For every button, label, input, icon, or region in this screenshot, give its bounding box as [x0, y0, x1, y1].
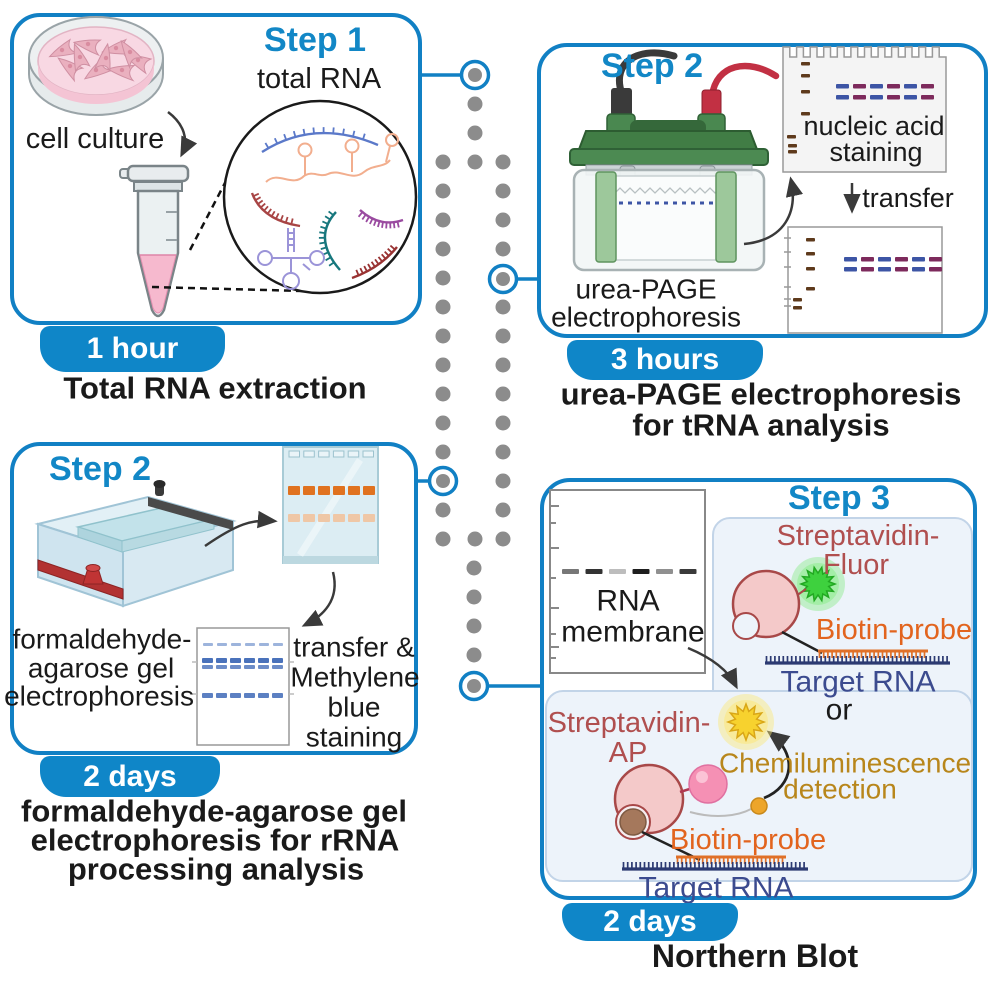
chemiluminescence-label-line2: detection — [783, 773, 897, 805]
step1-duration-badge: 1 hour — [40, 326, 225, 372]
or-label: or — [825, 693, 853, 727]
step2-agarose-caption-line1: formaldehyde-agarose gel — [21, 793, 407, 829]
step2-urea-caption-line1: urea-PAGE electrophoresis — [560, 376, 962, 412]
step2-urea-title: Step 2 — [600, 47, 704, 86]
step3-duration-badge: 2 days — [562, 903, 738, 941]
target-rna-label-top: Target RNA — [780, 665, 936, 699]
target-rna-label-bottom: Target RNA — [638, 871, 794, 905]
step2-agarose-title: Step 2 — [48, 450, 152, 489]
step2-agarose-caption-line3: processing analysis — [67, 851, 365, 887]
biotin-probe-label-bottom: Biotin-probe — [669, 823, 827, 856]
step2-urea-caption-line2: for tRNA analysis — [632, 407, 890, 443]
formaldehyde-label-line1: formaldehyde- — [12, 623, 192, 655]
step2-urea-duration-text: 3 hours — [610, 343, 720, 376]
rna-membrane-label-line2: membrane — [561, 615, 705, 649]
step3-caption: Northern Blot — [651, 938, 859, 975]
cell-culture-label: cell culture — [25, 122, 165, 155]
step2-agarose-caption-line2: electrophoresis for rRNA — [30, 822, 400, 858]
rna-membrane-label-line1: RNA — [596, 584, 660, 618]
step2-urea-duration-badge: 3 hours — [567, 340, 763, 380]
step3-title: Step 3 — [787, 479, 891, 518]
step1-caption: Total RNA extraction — [63, 370, 367, 406]
step1-title: Step 1 — [263, 21, 367, 60]
urea-page-label-line2: electrophoresis — [551, 301, 741, 333]
formaldehyde-label-line2: agarose gel — [27, 652, 175, 684]
formaldehyde-label-line3: electrophoresis — [4, 680, 194, 712]
streptavidin-ap-label-line2: AP — [608, 736, 648, 769]
chemiluminescence-label-line1: Chemiluminescence — [718, 747, 972, 779]
streptavidin-ap-label-line1: Streptavidin- — [547, 706, 711, 739]
biotin-probe-label-top: Biotin-probe — [815, 613, 973, 646]
nucleic-acid-staining-label-line2: staining — [829, 136, 923, 167]
transfer-label: transfer — [862, 182, 954, 213]
dotted-connector-path — [418, 59, 544, 702]
step1-duration-text: 1 hour — [86, 332, 179, 365]
total-rna-label: total RNA — [256, 62, 382, 95]
panel-step1-total-rna-extraction — [10, 13, 422, 325]
methylene-label-line2: Methylene — [290, 661, 420, 693]
streptavidin-fluor-label-line2: Fluor — [822, 548, 890, 581]
step2-agarose-duration-text: 2 days — [83, 760, 177, 793]
streptavidin-fluor-label-line1: Streptavidin- — [776, 519, 940, 552]
methylene-label-line1: transfer & — [293, 631, 415, 663]
methylene-label-line3: blue — [327, 691, 381, 723]
step2-agarose-duration-badge: 2 days — [40, 756, 220, 797]
urea-page-label-line1: urea-PAGE — [575, 273, 717, 305]
step3-duration-text: 2 days — [603, 905, 697, 938]
methylene-label-line4: staining — [305, 721, 403, 753]
nucleic-acid-staining-label-line1: nucleic acid — [803, 110, 945, 141]
